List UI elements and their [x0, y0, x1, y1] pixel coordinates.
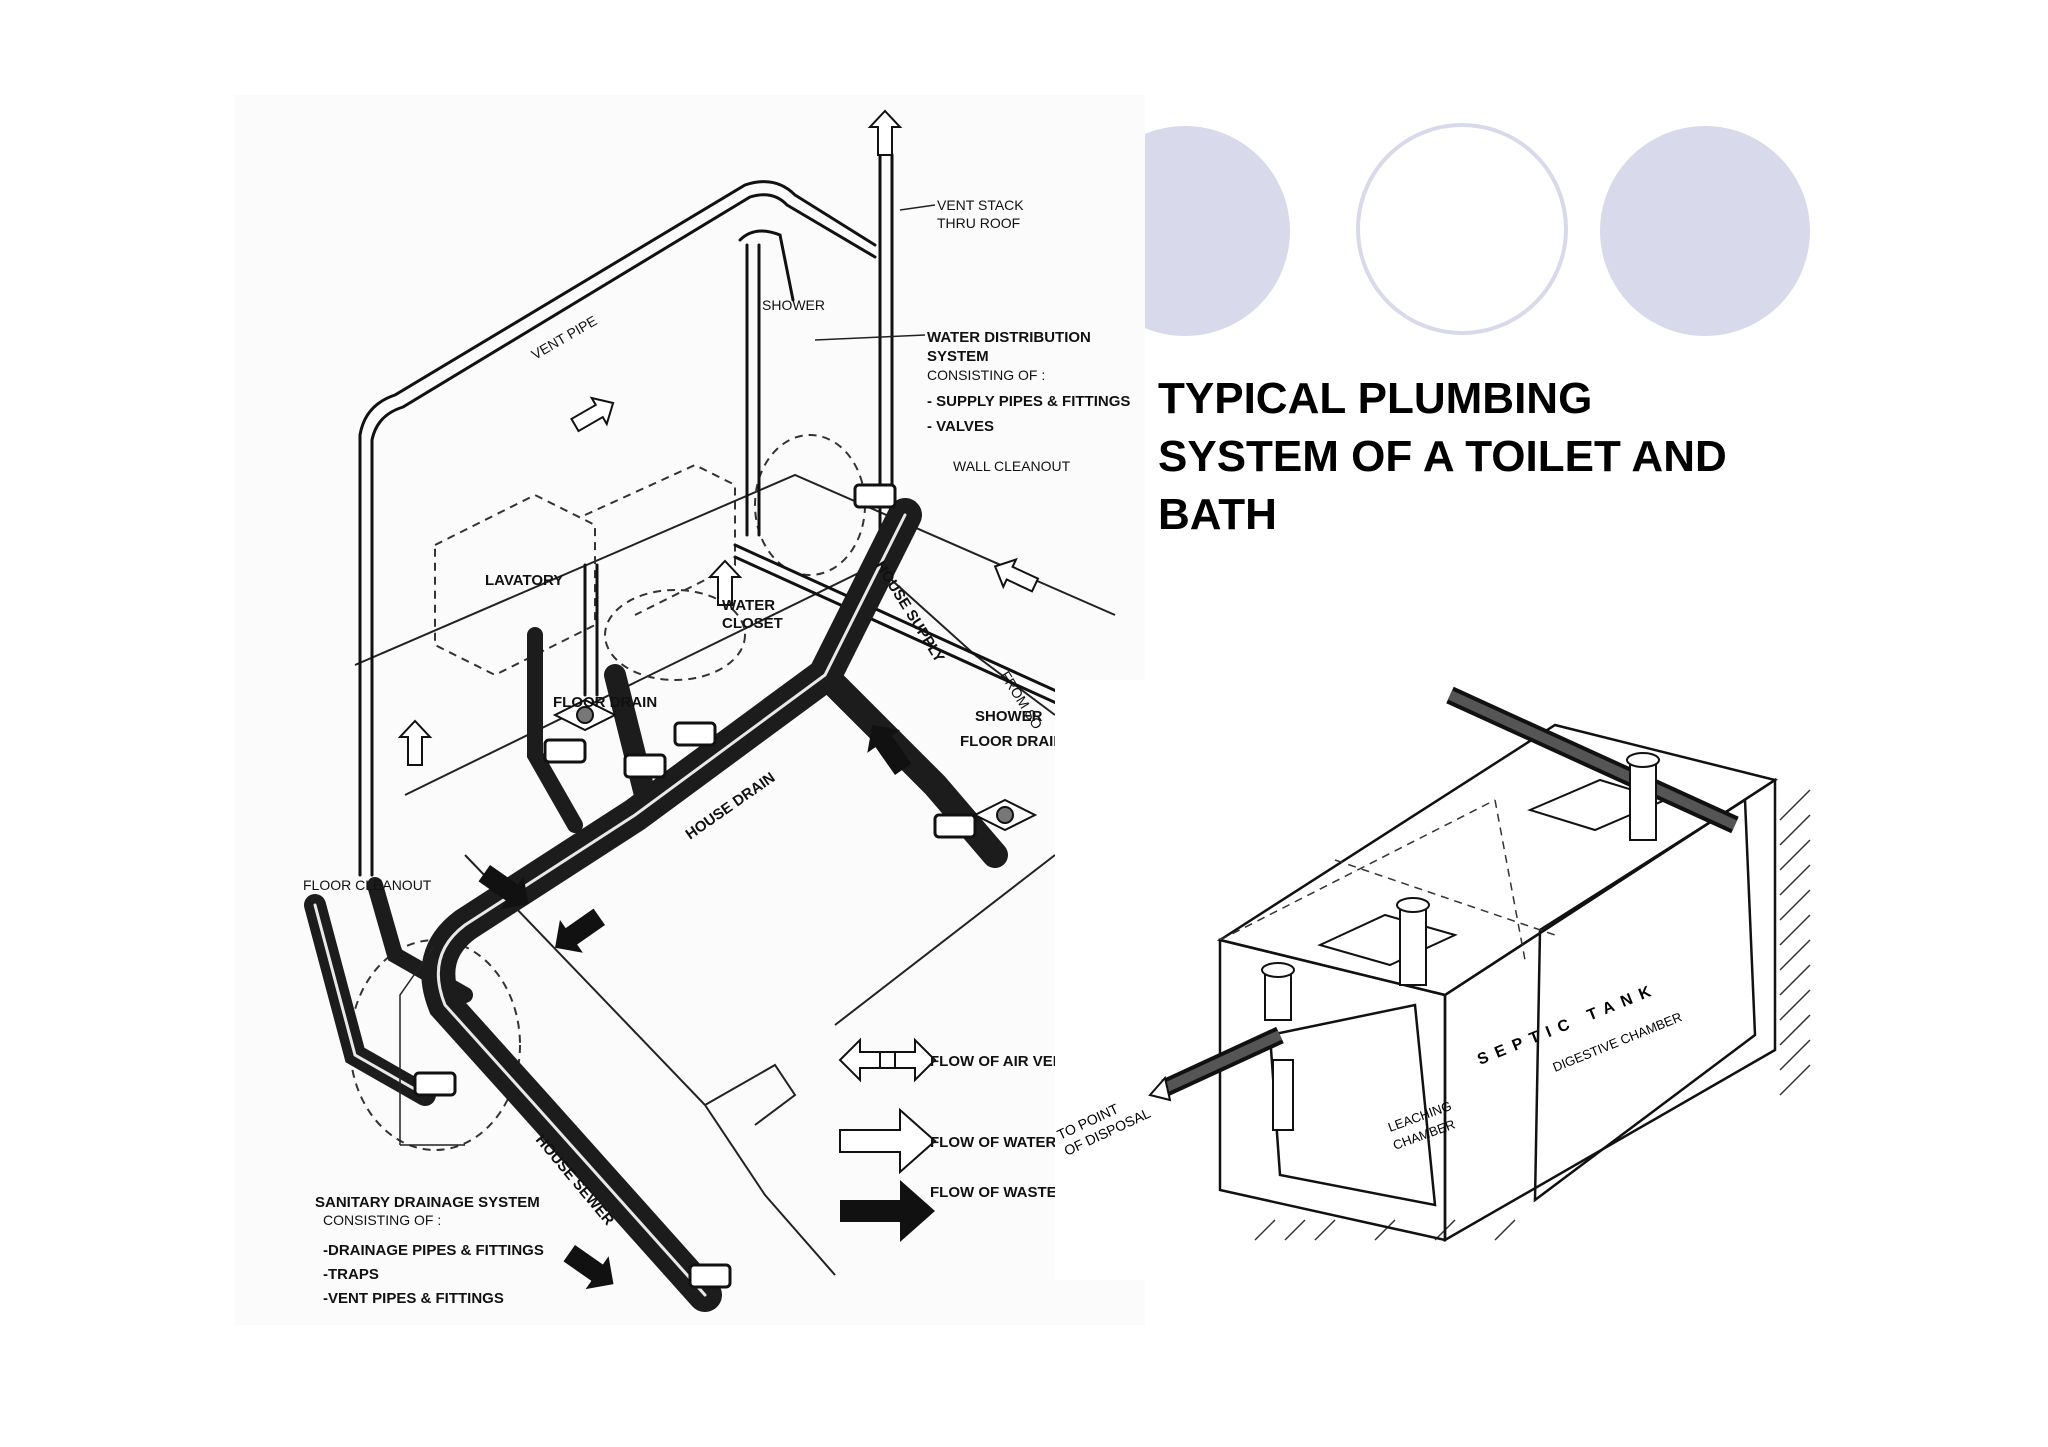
shower-floor-drain-label-1: SHOWER: [975, 708, 1043, 725]
water-distribution-label-2: SYSTEM: [927, 348, 989, 365]
water-distribution-label-3: CONSISTING OF :: [927, 367, 1045, 383]
water-closet-label-2: CLOSET: [722, 615, 783, 632]
sanitary-drainage-label-3: -DRAINAGE PIPES & FITTINGS: [323, 1242, 544, 1259]
sanitary-drainage-label-1: SANITARY DRAINAGE SYSTEM: [315, 1194, 540, 1211]
water-closet-label-1: WATER: [722, 597, 775, 614]
sanitary-drainage-label-5: -VENT PIPES & FITTINGS: [323, 1290, 504, 1307]
legend-waste-label: FLOW OF WASTE W: [930, 1184, 1076, 1201]
slide-title-line-1: TYPICAL PLUMBING: [1158, 374, 1593, 423]
floor-cleanout-label: FLOOR CLEANOUT: [303, 877, 432, 893]
septic-tank-diagram: TO POINT OF DISPOSAL SEPTIC TANK DIGESTI…: [1055, 680, 1825, 1280]
vent-stack-label-2: THRU ROOF: [937, 215, 1020, 231]
water-supply-arrow-icon: [839, 1107, 937, 1175]
sanitary-drainage-label-2: CONSISTING OF :: [323, 1212, 441, 1228]
decor-circle-middle: [1356, 123, 1568, 335]
shower-floor-drain-label-2: FLOOR DRAIN: [960, 733, 1064, 750]
slide-title: TYPICAL PLUMBING SYSTEM OF A TOILET AND …: [1158, 370, 1918, 544]
slide-title-line-2: SYSTEM OF A TOILET AND: [1158, 432, 1727, 481]
legend-air-vent-label: FLOW OF AIR VENT: [930, 1053, 1073, 1070]
water-distribution-label-1: WATER DISTRIBUTION: [927, 329, 1091, 346]
decor-circle-right: [1600, 126, 1810, 336]
waste-arrow-icon: [840, 1180, 935, 1242]
water-distribution-label-5: - VALVES: [927, 418, 994, 435]
water-distribution-label-4: - SUPPLY PIPES & FITTINGS: [927, 393, 1130, 410]
plumbing-diagram: VENT STACK THRU ROOF VENT PIPE SHOWER WA…: [235, 95, 1145, 1325]
vent-stack-label-1: VENT STACK: [937, 197, 1024, 213]
lavatory-label: LAVATORY: [485, 572, 563, 589]
slide-title-line-3: BATH: [1158, 490, 1277, 539]
wall-cleanout-label: WALL CLEANOUT: [953, 458, 1071, 474]
flow-legend: FLOW OF AIR VENT FLOW OF WATER SU FLOW O…: [838, 1037, 1081, 1242]
sanitary-drainage-label-4: -TRAPS: [323, 1266, 379, 1283]
air-vent-arrow-icon: [838, 1037, 937, 1083]
floor-drain-label: FLOOR DRAIN: [553, 694, 657, 711]
shower-label: SHOWER: [762, 297, 825, 313]
legend-water-supply-label: FLOW OF WATER SU: [930, 1134, 1081, 1151]
